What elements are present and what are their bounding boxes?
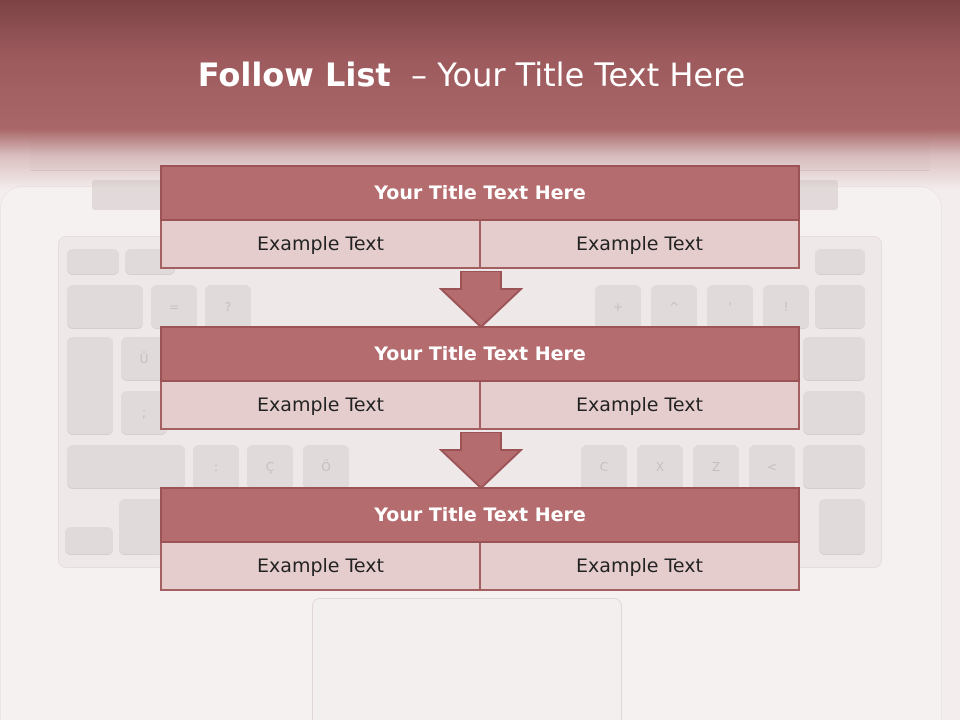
header-band — [0, 0, 960, 190]
step-title: Your Title Text Here — [160, 165, 800, 221]
step-block-3: Your Title Text Here Example Text Exampl… — [160, 487, 800, 591]
keyboard-key: Z — [693, 445, 739, 489]
step-cell-left: Example Text — [160, 221, 481, 269]
keyboard-key: Ü — [121, 337, 167, 381]
keyboard-key: ' — [707, 285, 753, 329]
step-cell-right: Example Text — [481, 221, 800, 269]
step-block-1: Your Title Text Here Example Text Exampl… — [160, 165, 800, 269]
keyboard-key — [803, 337, 865, 381]
laptop-trackpad — [312, 598, 622, 720]
down-arrow-icon — [439, 432, 523, 490]
keyboard-key: ? — [205, 285, 251, 329]
keyboard-key: Ö — [303, 445, 349, 489]
keyboard-key — [819, 499, 865, 555]
keyboard-key — [67, 337, 113, 435]
step-cell-left: Example Text — [160, 543, 481, 591]
keyboard-key: + — [595, 285, 641, 329]
step-row: Example Text Example Text — [160, 221, 800, 269]
keyboard-key: = — [151, 285, 197, 329]
keyboard-key — [803, 445, 865, 489]
keyboard-key: ^ — [651, 285, 697, 329]
keyboard-key — [815, 249, 865, 275]
keyboard-key — [67, 249, 119, 275]
step-title: Your Title Text Here — [160, 487, 800, 543]
keyboard-key: < — [749, 445, 795, 489]
keyboard-key: X — [637, 445, 683, 489]
step-block-2: Your Title Text Here Example Text Exampl… — [160, 326, 800, 430]
keyboard-key — [815, 285, 865, 329]
keyboard-key — [67, 445, 185, 489]
keyboard-key — [65, 527, 113, 555]
step-cell-right: Example Text — [481, 382, 800, 430]
slide-title: Follow List – Your Title Text Here — [0, 54, 943, 96]
keyboard-key: Ç — [247, 445, 293, 489]
keyboard-key: ! — [763, 285, 809, 329]
step-cell-right: Example Text — [481, 543, 800, 591]
step-title: Your Title Text Here — [160, 326, 800, 382]
slide-title-bold: Follow List — [197, 56, 391, 94]
step-row: Example Text Example Text — [160, 543, 800, 591]
keyboard-key: ; — [121, 391, 167, 435]
down-arrow-icon — [439, 271, 523, 329]
step-row: Example Text Example Text — [160, 382, 800, 430]
step-cell-left: Example Text — [160, 382, 481, 430]
keyboard-key — [803, 391, 865, 435]
keyboard-key — [67, 285, 143, 329]
slide-title-rest: – Your Title Text Here — [411, 56, 746, 94]
keyboard-key — [119, 499, 163, 555]
keyboard-key: C — [581, 445, 627, 489]
keyboard-key: : — [193, 445, 239, 489]
